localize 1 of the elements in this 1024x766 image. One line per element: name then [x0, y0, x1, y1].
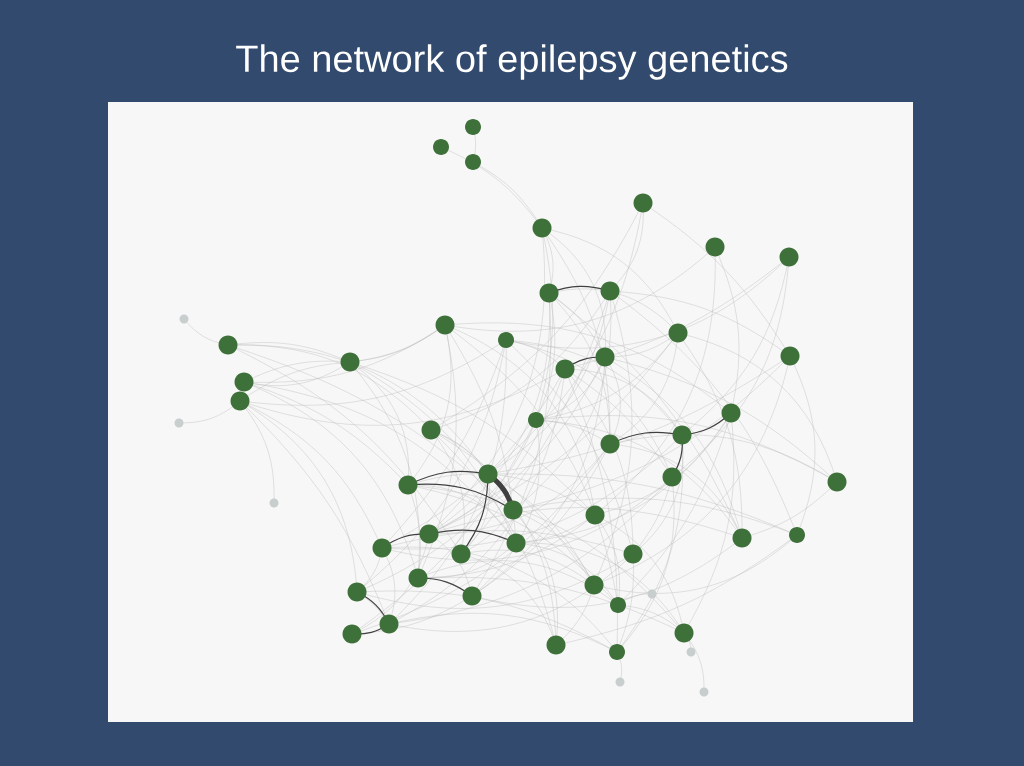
title: The network of epilepsy genetics: [236, 44, 788, 80]
